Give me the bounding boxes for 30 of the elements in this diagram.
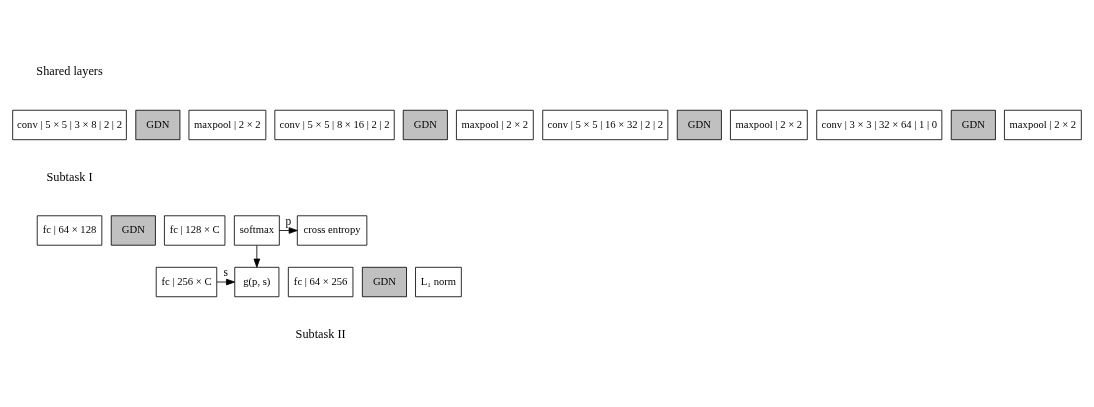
node-box: softmax [233, 215, 280, 246]
node-box: conv | 5 × 5 | 3 × 8 | 2 | 2 [12, 109, 127, 141]
node-box: GDN [361, 266, 407, 298]
node-box: maxpool | 2 × 2 [188, 109, 267, 141]
node-box: fc | 256 × C [155, 266, 218, 298]
arrow [279, 227, 298, 234]
node-box: cross entropy [296, 215, 368, 246]
node-box: conv | 5 × 5 | 8 × 16 | 2 | 2 [274, 109, 395, 141]
node-box: maxpool | 2 × 2 [456, 109, 534, 141]
node-box: g(p, s) [234, 266, 280, 298]
label: Subtask II [295, 326, 346, 341]
node-box: GDN [402, 109, 448, 141]
node-box: GDN [110, 215, 156, 246]
node-box: maxpool | 2 × 2 [1004, 109, 1082, 141]
label: Subtask I [46, 169, 93, 184]
node-box: conv | 3 × 3 | 32 × 64 | 1 | 0 [816, 109, 943, 141]
node-box: fc | 64 × 128 [36, 215, 103, 246]
node-box: conv | 5 × 5 | 16 × 32 | 2 | 2 [542, 109, 669, 141]
node-box: GDN [135, 109, 181, 141]
node-box: GDN [676, 109, 722, 141]
edge-label: s [223, 266, 228, 279]
arrow [253, 245, 261, 268]
node-box: L₁ norm [415, 266, 462, 298]
node-box: maxpool | 2 × 2 [730, 109, 808, 141]
label: Shared layers [36, 64, 103, 79]
node-box: fc | 64 × 256 [287, 266, 354, 298]
node-box: fc | 128 × C [164, 215, 226, 246]
edge-label: p [285, 214, 292, 227]
arrow [216, 278, 235, 286]
node-box: GDN [950, 109, 996, 141]
